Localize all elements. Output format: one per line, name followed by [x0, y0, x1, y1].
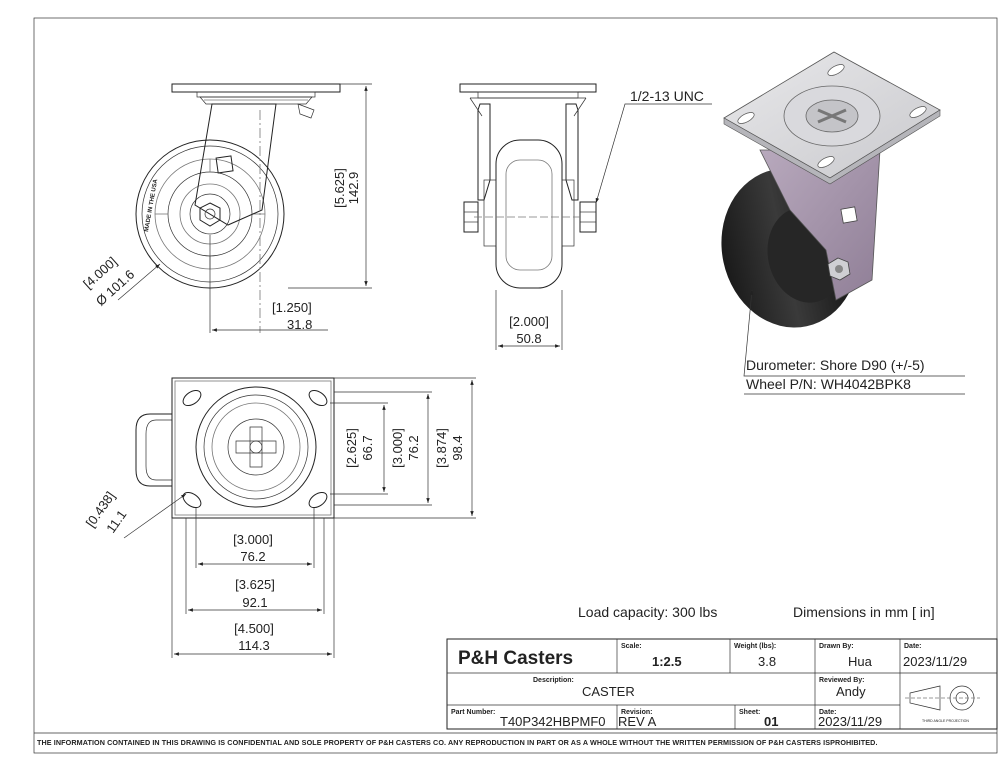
side-fork [194, 103, 277, 226]
company-name: P&H Casters [458, 648, 573, 669]
projection-caption: THIRD ANGLE PROJECTION [922, 719, 969, 723]
dim-wheel-width-mm: 50.8 [516, 331, 541, 346]
dim-plate-height-in: [3.874] [434, 428, 449, 468]
sheet-label: Sheet: [739, 709, 760, 716]
top-view: [2.625] 66.7 [3.000] 76.2 [3.874] 98.4 [… [83, 377, 476, 658]
iso-view: Durometer: Shore D90 (+/-5) Wheel P/N: W… [721, 51, 965, 395]
note-wheel-pn: Wheel P/N: WH4042BPK8 [746, 376, 911, 392]
dim-hole-spacing-x-mm: 76.2 [240, 549, 265, 564]
date-label: Date: [904, 643, 922, 650]
dim-hole-spacing-x-in: [3.000] [233, 532, 273, 547]
reviewed-label: Reviewed By: [819, 677, 865, 684]
drawn-value: Hua [848, 654, 873, 669]
dim-wheel-width-in: [2.000] [509, 314, 549, 329]
dim-swivel-lead-in: [1.250] [272, 300, 312, 315]
description-label: Description: [533, 677, 574, 684]
part-label: Part Number: [451, 709, 495, 716]
front-view: 1/2-13 UNC [2.000] 50.8 [459, 83, 712, 350]
side-axle-nut [199, 202, 221, 227]
dim-swivel-lead-mm: 31.8 [287, 317, 312, 332]
confidential-footer: THE INFORMATION CONTAINED IN THIS DRAWIN… [37, 738, 878, 747]
note-thread: 1/2-13 UNC [630, 88, 704, 104]
date2-value: 2023/11/29 [818, 714, 882, 729]
drawn-label: Drawn By: [819, 643, 854, 650]
dim-hole-outer-y-in: [3.000] [390, 428, 405, 468]
sheet-border [33, 17, 998, 754]
date-value: 2023/11/29 [903, 654, 967, 669]
dim-plate-height-mm: 98.4 [450, 435, 465, 460]
dim-hole-outer-x-mm: 92.1 [242, 595, 267, 610]
weight-value: 3.8 [758, 654, 776, 669]
dim-hole-outer-x-in: [3.625] [235, 577, 275, 592]
note-units: Dimensions in mm [ in] [793, 604, 935, 620]
revision-value: REV A [618, 714, 657, 729]
side-view: MADE IN THE USA [5.625] 142.9 [4.000] Ø … [80, 83, 372, 333]
dim-plate-width-in: [4.500] [234, 621, 274, 636]
title-block: P&H Casters Scale: 1:2.5 Weight (lbs): 3… [446, 638, 998, 730]
note-durometer: Durometer: Shore D90 (+/-5) [746, 357, 925, 373]
part-value: T40P342HBPMF0 [500, 714, 606, 729]
revision-label: Revision: [621, 709, 653, 716]
dim-hole-outer-y-mm: 76.2 [406, 435, 421, 460]
date2-label: Date: [819, 709, 837, 716]
scale-label: Scale: [621, 643, 642, 650]
top-plate [171, 377, 335, 519]
sheet-value: 01 [764, 714, 778, 729]
dim-hole-spacing-y-in: [2.625] [344, 428, 359, 468]
scale-value: 1:2.5 [652, 654, 682, 669]
dim-height-mm: 142.9 [346, 172, 361, 205]
description-value: CASTER [582, 684, 635, 699]
note-load: Load capacity: 300 lbs [578, 604, 717, 620]
reviewed-value: Andy [836, 684, 866, 699]
dim-height-in: [5.625] [332, 168, 347, 208]
wheel-marking: MADE IN THE USA [144, 178, 159, 232]
dim-hole-spacing-y-mm: 66.7 [360, 435, 375, 460]
weight-label: Weight (lbs): [734, 643, 776, 650]
dim-plate-width-mm: 114.3 [238, 638, 270, 653]
projection-symbol-icon [905, 685, 980, 711]
